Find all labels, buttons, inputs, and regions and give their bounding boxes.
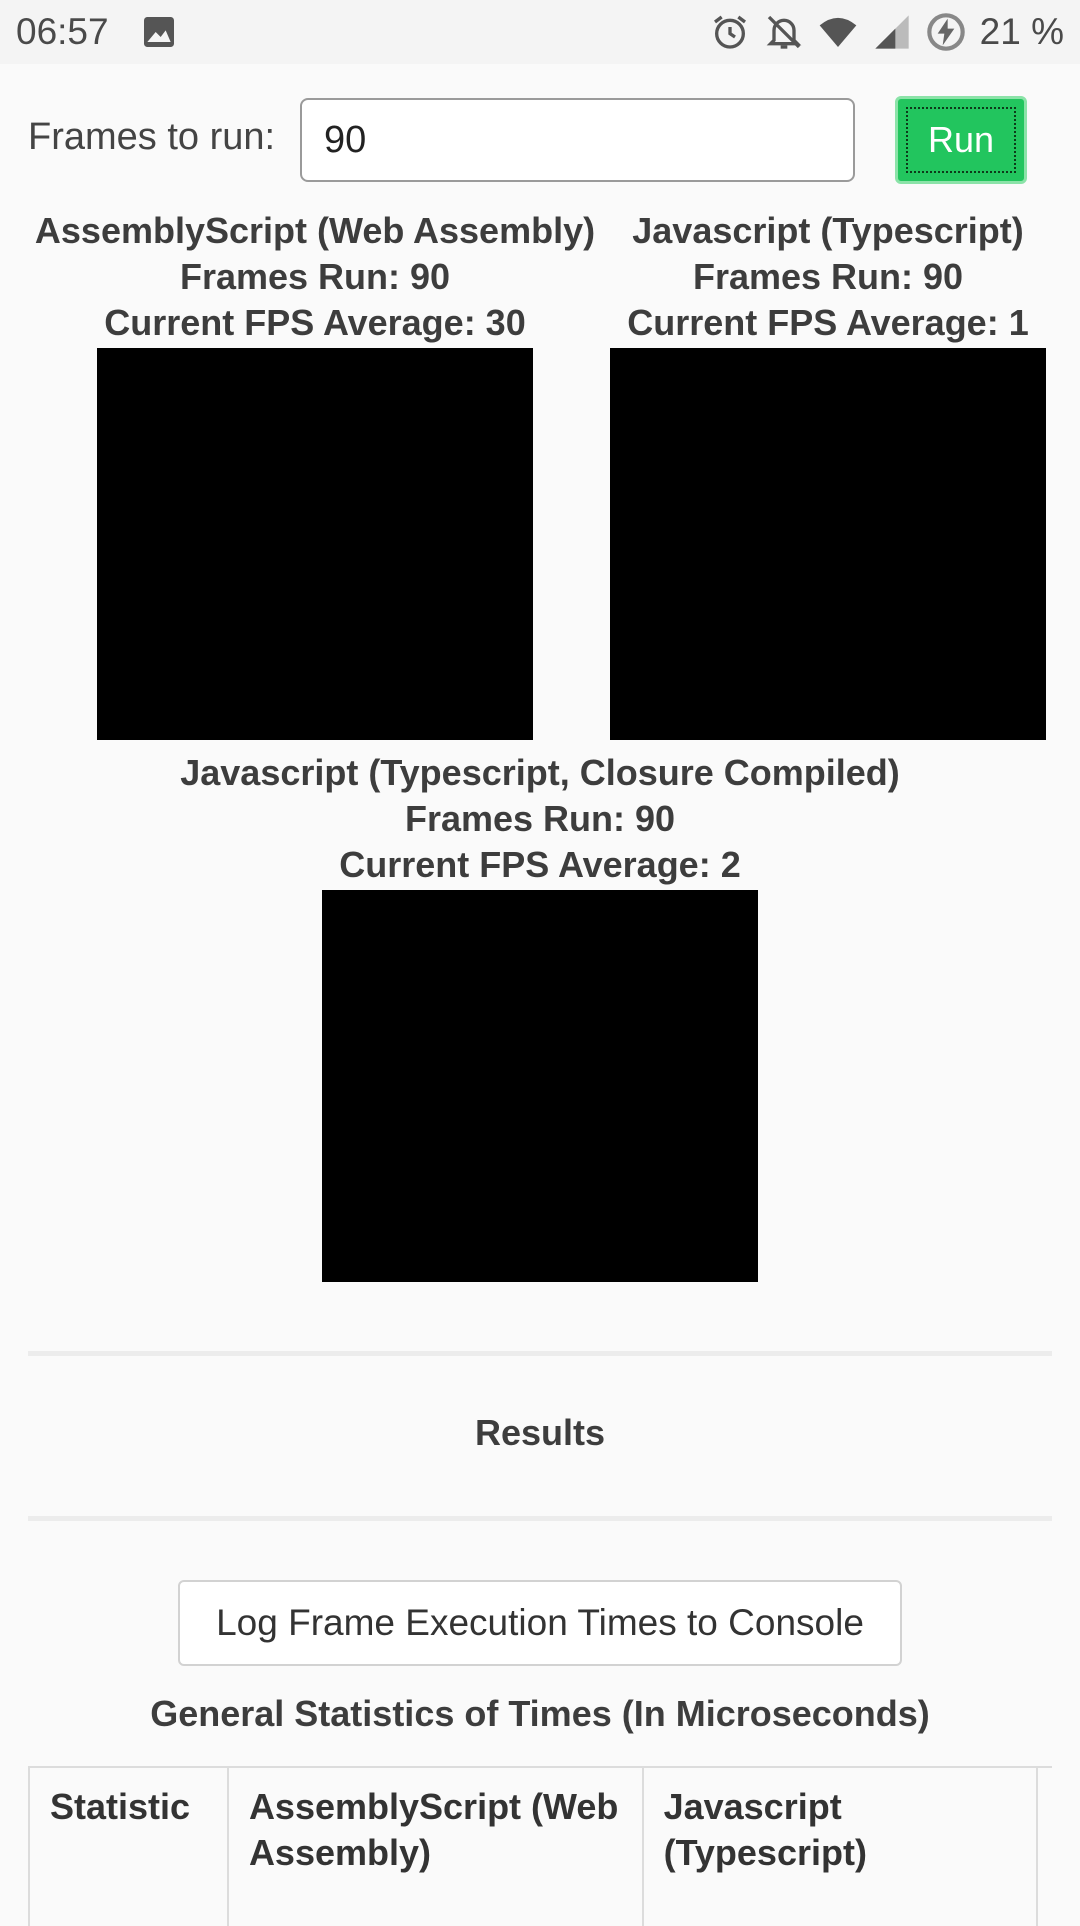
frames-run-text: Frames Run: 90 <box>179 256 451 297</box>
battery-charging-icon <box>926 12 966 52</box>
battery-percent: 21 % <box>979 11 1064 52</box>
benchmark-canvas <box>97 348 533 740</box>
stats-title: General Statistics of Times (In Microsec… <box>150 1693 930 1734</box>
table-header-statistic: Statistic <box>28 1766 228 1926</box>
benchmark-javascript: Javascript (Typescript) Frames Run: 90 C… <box>610 208 1046 740</box>
run-button[interactable]: Run <box>895 96 1027 184</box>
frames-run-text: Frames Run: 90 <box>692 256 964 297</box>
benchmark-canvas <box>610 348 1046 740</box>
table-header-assemblyscript: AssemblyScript (Web Assembly) <box>226 1766 643 1926</box>
fps-average-text: Current FPS Average: 2 <box>339 844 741 885</box>
results-heading: Results <box>474 1412 606 1453</box>
benchmark-javascript-closure: Javascript (Typescript, Closure Compiled… <box>140 750 940 1282</box>
controls-row: Frames to run: Run <box>0 64 1080 192</box>
signal-icon <box>872 12 912 52</box>
wifi-icon <box>818 12 858 52</box>
table-header-overflow <box>1036 1766 1052 1926</box>
image-icon <box>139 12 179 52</box>
table-header-javascript: Javascript (Typescript) <box>641 1766 1038 1926</box>
alarm-icon <box>710 12 750 52</box>
stats-table: Statistic AssemblyScript (Web Assembly) … <box>28 1766 1052 1926</box>
frames-label: Frames to run: <box>28 116 276 158</box>
benchmark-canvas <box>322 890 758 1282</box>
notifications-off-icon <box>764 12 804 52</box>
benchmark-title: Javascript (Typescript) <box>632 210 1024 251</box>
fps-average-text: Current FPS Average: 1 <box>627 302 1029 343</box>
run-button-label: Run <box>906 107 1016 173</box>
table-header-row: Statistic AssemblyScript (Web Assembly) … <box>28 1766 1052 1926</box>
status-time: 06:57 <box>16 11 109 52</box>
divider-bottom <box>28 1516 1052 1521</box>
benchmark-title: AssemblyScript (Web Assembly) <box>34 210 596 251</box>
fps-average-text: Current FPS Average: 30 <box>104 302 526 343</box>
benchmark-assemblyscript: AssemblyScript (Web Assembly) Frames Run… <box>28 208 602 740</box>
log-frame-times-button[interactable]: Log Frame Execution Times to Console <box>178 1580 902 1666</box>
frames-run-text: Frames Run: 90 <box>404 798 676 839</box>
frames-input[interactable] <box>300 98 855 182</box>
benchmark-title: Javascript (Typescript, Closure Compiled… <box>180 752 900 793</box>
status-bar: 06:57 21 % <box>0 0 1080 64</box>
divider-top <box>28 1351 1052 1356</box>
